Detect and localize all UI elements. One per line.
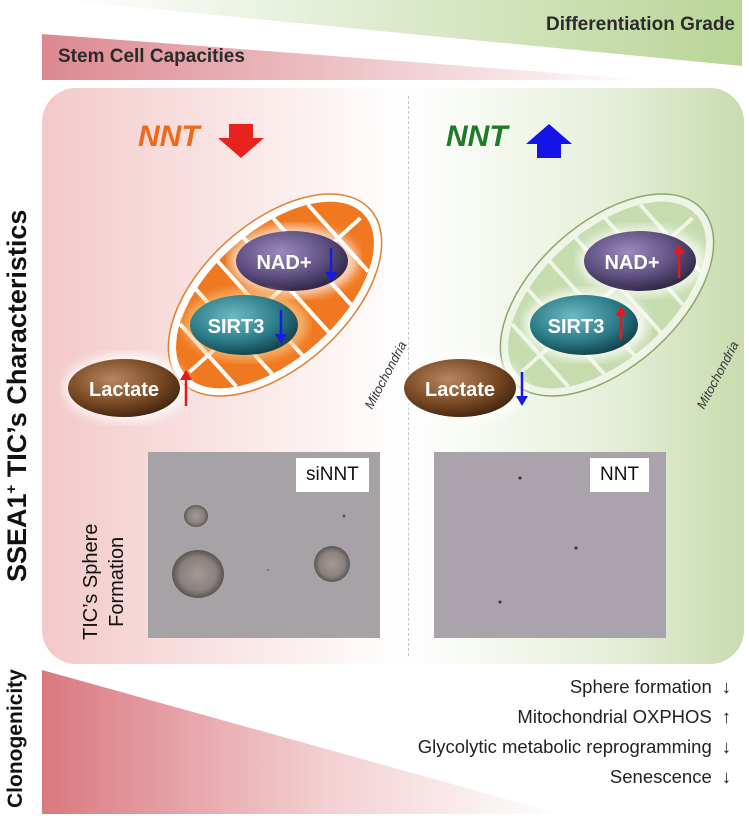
medium-sphere xyxy=(314,546,350,582)
tic-sphere-formation-label: TIC’s Sphere Formation xyxy=(80,523,128,640)
small-sphere xyxy=(184,505,208,527)
large-sphere xyxy=(172,550,224,598)
stem-capacity-wedge xyxy=(42,34,650,80)
blue-up-arrow-icon xyxy=(526,124,572,158)
nnt-photo-label: NNT xyxy=(590,458,650,492)
left-nad-label: NAD+ xyxy=(256,252,311,274)
outcome-mitochondrial-oxphos: Mitochondrial OXPHOS↑ xyxy=(517,706,731,727)
down-arrow-icon: ↓ xyxy=(721,736,731,757)
outcome-glycolytic-reprogramming: Glycolytic metabolic reprogramming↓ xyxy=(417,736,731,757)
right-nad-node: NAD+ xyxy=(578,226,706,296)
differentiation-grade-label: Differentiation Grade xyxy=(546,14,735,35)
right-mitochondria-label: Mitochondria xyxy=(693,339,741,412)
clonogenicity-wedge xyxy=(42,670,560,814)
right-sirt3-up-arrow-icon xyxy=(615,306,627,340)
ssea1-tic-characteristics-title: SSEA1+ TIC’s Characteristics xyxy=(2,209,32,582)
left-nnt-label: NNT xyxy=(138,120,200,153)
down-arrow-icon: ↓ xyxy=(721,766,731,787)
left-sirt3-label: SIRT3 xyxy=(208,316,265,338)
right-nnt-label: NNT xyxy=(446,120,508,153)
left-lactate-node: Lactate xyxy=(64,354,192,422)
left-sirt3-node: SIRT3 xyxy=(184,290,308,360)
left-nad-down-arrow-icon xyxy=(325,248,337,282)
red-down-arrow-icon xyxy=(218,124,264,158)
right-nad-up-arrow-icon xyxy=(673,244,685,278)
left-lactate-label: Lactate xyxy=(89,379,159,401)
outcome-sphere-formation: Sphere formation↓ xyxy=(569,676,731,697)
right-lactate-label: Lactate xyxy=(425,379,495,401)
up-arrow-icon: ↑ xyxy=(721,706,731,727)
sinnt-photo-label: siNNT xyxy=(296,458,369,492)
left-sirt3-down-arrow-icon xyxy=(275,310,287,344)
differentiation-wedge xyxy=(60,0,742,66)
right-sirt3-node: SIRT3 xyxy=(524,290,648,360)
outcome-senescence: Senescence↓ xyxy=(609,766,731,787)
left-lactate-up-arrow-icon xyxy=(180,370,192,406)
header-wedges xyxy=(42,0,742,80)
left-nad-node: NAD+ xyxy=(230,226,358,296)
stem-cell-capacities-label: Stem Cell Capacities xyxy=(58,46,245,67)
right-lactate-node: Lactate xyxy=(400,354,528,422)
right-sirt3-label: SIRT3 xyxy=(548,316,605,338)
right-nad-label: NAD+ xyxy=(604,252,659,274)
down-arrow-icon: ↓ xyxy=(721,676,731,697)
right-lactate-down-arrow-icon xyxy=(516,372,528,406)
